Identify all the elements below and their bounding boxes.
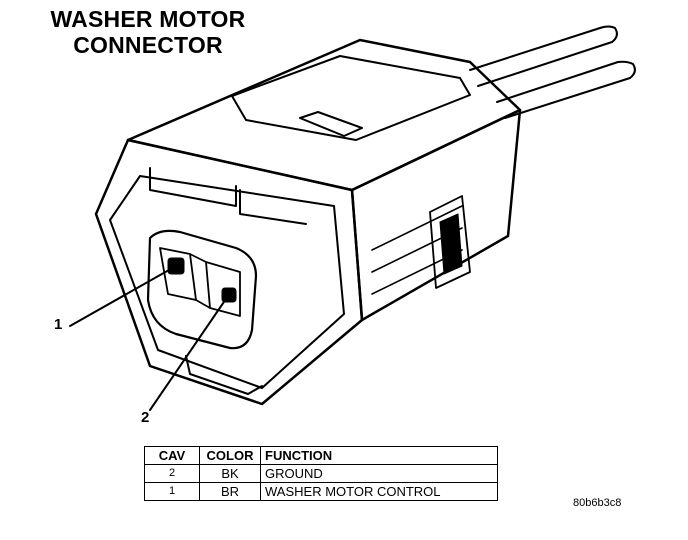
leader-line-2: [149, 295, 229, 411]
color-cell: BR: [199, 482, 261, 501]
reference-code: 80b6b3c8: [573, 497, 622, 509]
pinout-table: CAV COLOR FUNCTION 2 BK GROUND 1 BR WASH…: [144, 446, 498, 501]
title-line-1: WASHER MOTOR: [50, 6, 246, 32]
table-row: 2 BK GROUND: [144, 464, 498, 483]
callout-label-2: 2: [141, 409, 150, 426]
diagram-title: WASHER MOTOR CONNECTOR: [28, 6, 268, 58]
header-function: FUNCTION: [260, 446, 498, 465]
table-row: 1 BR WASHER MOTOR CONTROL: [144, 482, 498, 501]
cav-cell: 2: [144, 464, 200, 483]
header-cav: CAV: [144, 446, 200, 465]
function-cell: GROUND: [260, 464, 498, 483]
header-color: COLOR: [199, 446, 261, 465]
callout-leaders: [69, 265, 229, 411]
callout-label-1: 1: [54, 316, 63, 333]
title-line-2: CONNECTOR: [73, 32, 223, 58]
function-cell: WASHER MOTOR CONTROL: [260, 482, 498, 501]
connector-housing: [94, 38, 522, 406]
wire-bundle: [469, 25, 636, 119]
leader-line-1: [69, 265, 177, 327]
cavity-2-terminal: [221, 287, 237, 303]
terminal-cavity-area: [146, 229, 258, 350]
cav-cell: 1: [144, 482, 200, 501]
color-cell: BK: [199, 464, 261, 483]
pinout-header-row: CAV COLOR FUNCTION: [144, 446, 498, 465]
